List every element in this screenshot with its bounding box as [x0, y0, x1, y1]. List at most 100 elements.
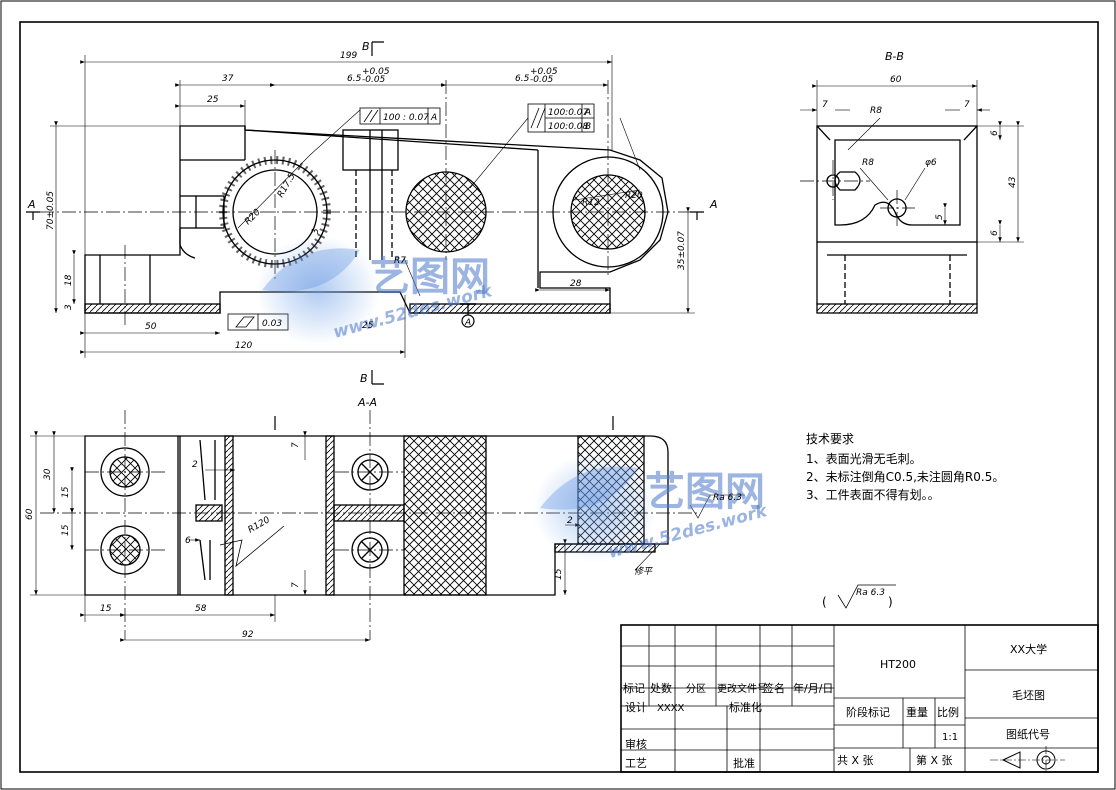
- section-aa-title: A-A: [357, 396, 377, 409]
- dim-hole-spacing-2: 6.5: [515, 74, 530, 84]
- roughness-aa: Ra 6.3: [713, 493, 742, 503]
- dim-height-left: 70±0.05: [46, 191, 56, 230]
- dim-bb-7-right: 7: [964, 100, 970, 110]
- drawing-no-label: 图纸代号: [1006, 728, 1050, 741]
- dim-aa-30: 30: [43, 468, 53, 480]
- projection-symbol: [990, 746, 1065, 774]
- front-view-labels: B B A A 199 37 25 6.5 +0.05 -0.05 6.5 +0…: [27, 40, 718, 385]
- dim-aa-r120: R120: [247, 515, 273, 536]
- dim-25-bottom: 25: [362, 321, 374, 331]
- dim-hole-spacing-1: 6.5: [347, 74, 362, 84]
- dim-aa-7-top: 7: [291, 442, 301, 448]
- cut-markers-front: [26, 41, 704, 385]
- tech-req-item-1: 1、表面光滑无毛刺。: [806, 452, 922, 466]
- svg-text:艺图网: 艺图网: [645, 469, 765, 515]
- tol-lower-2: -0.05: [530, 75, 554, 85]
- dim-bb-43: 43: [1008, 176, 1018, 188]
- scale-value: 1:1: [942, 732, 958, 743]
- front-view-dimensions: [50, 55, 695, 358]
- designer-name: XXXX: [657, 703, 685, 714]
- parallel-frame-1: [359, 107, 441, 125]
- title-block: [620, 624, 1099, 774]
- general-roughness: ( Ra 6.3 ): [822, 588, 893, 609]
- dim-aa-15-b: 15: [61, 524, 71, 536]
- shave-note: 修平: [634, 566, 653, 577]
- section-bb-dimensions: [800, 80, 1024, 243]
- dim-aa-58: 58: [195, 604, 207, 614]
- dim-bb-7-left: 7: [822, 100, 828, 110]
- dim-bb-6-bottom: 6: [990, 230, 1000, 236]
- dim-28: 28: [570, 279, 582, 289]
- cut-a-left-label: A: [27, 198, 36, 211]
- dim-aa-15-bottom: 15: [100, 604, 112, 614]
- tol-lower-1: -0.05: [362, 75, 386, 85]
- dim-overall-length: 199: [340, 51, 357, 61]
- total-sheets: 共 X 张: [837, 754, 874, 767]
- front-view-centerlines: [40, 80, 700, 325]
- section-bb-labels: B-B 60 7 7 R8 R8 φ6 6 43 5 6: [822, 50, 1018, 236]
- watermark-2: 艺图网 www.52des.work: [533, 453, 771, 563]
- section-bb-centerlines: [800, 160, 915, 228]
- col-date: 年/月/日: [793, 681, 833, 695]
- parallel-2a-datum: A: [584, 108, 591, 118]
- col-zone: 分区: [686, 683, 706, 695]
- dim-bb-6-top: 6: [990, 130, 1000, 136]
- dim-r12: R12: [582, 198, 600, 208]
- tol-upper-1: +0.05: [362, 67, 390, 77]
- dim-aa-6: 6: [185, 536, 191, 546]
- weight-label: 重量: [906, 705, 928, 719]
- approve-label: 批准: [733, 756, 755, 770]
- tech-req-title: 技术要求: [806, 432, 854, 446]
- part-name: 毛坯图: [1012, 689, 1045, 702]
- dim-3: 3: [64, 304, 74, 310]
- dim-aa-92: 92: [242, 630, 254, 640]
- dim-aa-60: 60: [25, 508, 35, 520]
- parallel-1-value: 100 : 0.07: [383, 113, 429, 123]
- dim-bb-width: 60: [890, 75, 902, 85]
- material: HT200: [880, 658, 916, 671]
- tech-requirements: 技术要求 1、表面光滑无毛刺。 2、未标注倒角C0.5,未注圆角R0.5。 3、…: [806, 432, 1004, 502]
- section-aa-dimensions: [30, 431, 745, 642]
- parallel-1-datum: A: [430, 113, 437, 123]
- col-count: 处数: [650, 682, 672, 695]
- school-name: XX大学: [1010, 642, 1047, 656]
- roughness-general-value: Ra 6.3: [856, 588, 885, 598]
- flatness-value: 0.03: [262, 319, 282, 329]
- dim-aa-2: 2: [192, 460, 198, 470]
- dim-aa-7-bottom: 7: [291, 582, 301, 588]
- dim-r20: R20: [243, 207, 263, 227]
- svg-text:艺图网: 艺图网: [370, 254, 490, 300]
- process-label: 工艺: [625, 757, 647, 770]
- dim-aa-15-right: 15: [554, 568, 564, 580]
- col-sign: 签名: [763, 681, 785, 695]
- cut-a-right-label: A: [709, 198, 718, 211]
- dim-r20-right: R20: [625, 191, 643, 201]
- watermark-1: 艺图网 www.52des.work: [256, 235, 496, 345]
- design-label: 设计: [625, 701, 647, 714]
- parallel-2b-value: 100:0.08: [548, 122, 589, 132]
- dim-bb-r8-mid: R8: [862, 158, 874, 168]
- parallel-2b-datum: B: [585, 122, 591, 132]
- dim-25-top: 25: [207, 95, 219, 105]
- tol-upper-2: +0.05: [530, 67, 558, 77]
- dim-bb-phi6: φ6: [925, 158, 937, 168]
- dim-120: 120: [235, 341, 252, 351]
- general-roughness-symbol: [837, 584, 896, 609]
- tech-req-item-2: 2、未标注倒角C0.5,未注圆角R0.5。: [806, 469, 1004, 484]
- scale-label: 比例: [937, 705, 959, 719]
- dim-18: 18: [64, 274, 74, 286]
- inner-frame: [19, 21, 1099, 773]
- col-mark: 标记: [623, 681, 645, 695]
- roughness-open-paren: (: [822, 595, 827, 609]
- section-bb-title: B-B: [885, 50, 904, 63]
- dim-aa-15-a: 15: [61, 486, 71, 498]
- dim-bb-5: 5: [935, 214, 945, 220]
- roughness-close-paren: ): [888, 595, 893, 609]
- title-block-text: HT200 XX大学 毛坯图 图纸代号 标记 处数 分区 更改文件号 签名 年/…: [623, 642, 1050, 770]
- cut-b-top-label: B: [362, 40, 370, 53]
- tech-req-item-3: 3、工件表面不得有划。。: [806, 487, 940, 502]
- dim-height-right: 35±0.07: [677, 231, 687, 270]
- cut-markers-aa: [274, 416, 614, 430]
- dim-50: 50: [145, 322, 157, 332]
